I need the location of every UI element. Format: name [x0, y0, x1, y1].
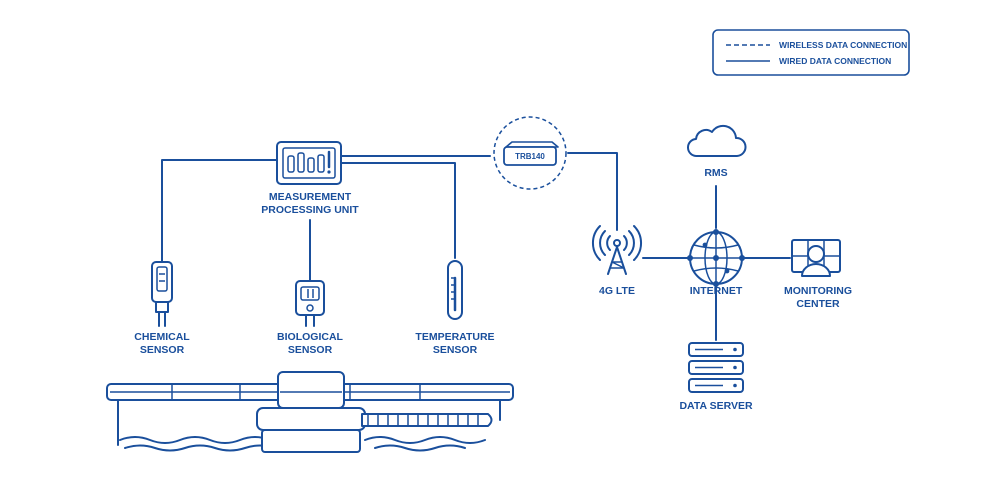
lte-label: 4G LTE	[599, 285, 635, 297]
temperature-label-line1: TEMPERATURE	[415, 331, 494, 343]
rms-node: RMS	[687, 124, 747, 179]
router-icon: TRB140	[503, 141, 559, 166]
cloud-icon	[687, 124, 747, 157]
operator-monitor-icon	[791, 239, 841, 277]
router-to-lte-line	[567, 152, 618, 231]
lte-tower: 4G LTE	[591, 225, 643, 297]
mpu-right-line	[341, 162, 456, 259]
legend-wireless-label: WIRELESS DATA CONNECTION	[779, 40, 907, 50]
buoy-tank	[256, 371, 366, 453]
chemical-sensor: CHEMICAL SENSOR	[134, 261, 190, 356]
temperature-sensor: TEMPERATURE SENSOR	[415, 260, 495, 356]
chemical-label-line1: CHEMICAL	[134, 331, 190, 343]
data-server: DATA SERVER	[679, 342, 753, 412]
antenna-tower-icon	[591, 225, 643, 275]
monitoring-label-line2: CENTER	[796, 298, 840, 310]
measurement-processing-unit: MEASUREMENT PROCESSING UNIT	[261, 141, 359, 216]
internet-label: INTERNET	[690, 285, 743, 297]
biological-sensor-icon	[295, 280, 325, 327]
chemical-label-line2: SENSOR	[140, 344, 185, 356]
mpu-label-line2: PROCESSING UNIT	[261, 204, 359, 216]
mpu-label-line1: MEASUREMENT	[269, 191, 352, 203]
router-device-label: TRB140	[515, 152, 545, 161]
server-rack-icon	[688, 342, 744, 393]
rms-label: RMS	[704, 167, 727, 179]
legend: WIRELESS DATA CONNECTION WIRED DATA CONN…	[712, 29, 910, 76]
globe-icon	[687, 229, 745, 287]
wireless-range-circle	[493, 116, 567, 190]
monitoring-label-line1: MONITORING	[784, 285, 852, 297]
floating-platform	[106, 371, 514, 453]
chemical-sensor-icon	[151, 261, 173, 327]
internet-node: INTERNET	[687, 229, 745, 297]
thermometer-icon	[447, 260, 463, 320]
data-server-label: DATA SERVER	[679, 400, 753, 412]
net-cage	[361, 413, 493, 427]
legend-box	[712, 29, 910, 76]
router-trb140: TRB140	[493, 116, 567, 190]
wired-connections	[161, 152, 791, 341]
biological-label-line2: SENSOR	[288, 344, 333, 356]
temperature-label-line2: SENSOR	[433, 344, 478, 356]
biological-sensor: BIOLOGICAL SENSOR	[277, 280, 344, 356]
legend-wired-label: WIRED DATA CONNECTION	[779, 56, 891, 66]
monitoring-center: MONITORING CENTER	[784, 239, 852, 310]
chem-to-mpu-line	[161, 159, 278, 263]
monitor-icon	[276, 141, 342, 185]
biological-label-line1: BIOLOGICAL	[277, 331, 343, 343]
